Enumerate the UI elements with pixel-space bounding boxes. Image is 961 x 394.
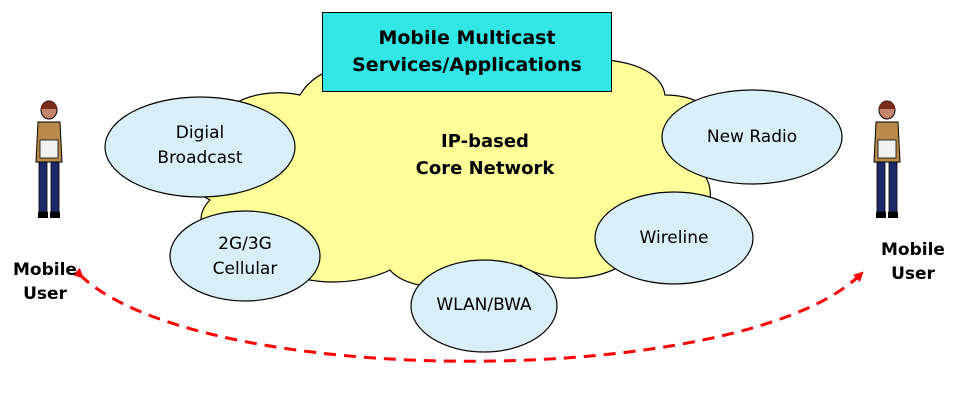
- wlan-label: WLAN/BWA: [424, 293, 544, 318]
- person-icon: [35, 100, 63, 218]
- cellular-line2: Cellular: [212, 259, 278, 279]
- digital-broadcast-line1: Digial: [175, 123, 225, 143]
- title-line1: Mobile Multicast: [378, 27, 556, 49]
- wlan-ellipse: [410, 259, 558, 353]
- wlan-line1: WLAN/BWA: [436, 295, 532, 315]
- core-line2: Core Network: [415, 158, 555, 179]
- wireline-ellipse: [594, 191, 754, 285]
- mobile-user-left-line1: Mobile: [13, 260, 77, 280]
- digital-broadcast-ellipse: [104, 96, 296, 198]
- wireline-label: Wireline: [614, 226, 734, 251]
- new-radio-line1: New Radio: [706, 127, 798, 147]
- new-radio-label: New Radio: [682, 125, 822, 150]
- wireline-line1: Wireline: [639, 228, 709, 248]
- core-network-label: IP-based Core Network: [380, 128, 590, 182]
- dashed-arc-arrow-icon: [72, 267, 864, 363]
- mobile-user-right-label: Mobile User: [868, 238, 958, 286]
- person-icon: [873, 100, 901, 218]
- title-box: Mobile Multicast Services/Applications: [322, 12, 612, 92]
- digital-broadcast-line2: Broadcast: [157, 148, 243, 168]
- mobile-user-left-label: Mobile User: [0, 258, 90, 306]
- mobile-user-right-line1: Mobile: [881, 240, 945, 260]
- title-line2: Services/Applications: [352, 54, 582, 76]
- core-line1: IP-based: [441, 131, 529, 152]
- new-radio-ellipse: [661, 89, 843, 185]
- mobile-user-right-line2: User: [891, 264, 935, 284]
- mobile-user-left-line2: User: [23, 284, 67, 304]
- cellular-line1: 2G/3G: [218, 234, 272, 254]
- cellular-label: 2G/3G Cellular: [185, 232, 305, 282]
- digital-broadcast-label: Digial Broadcast: [130, 121, 270, 171]
